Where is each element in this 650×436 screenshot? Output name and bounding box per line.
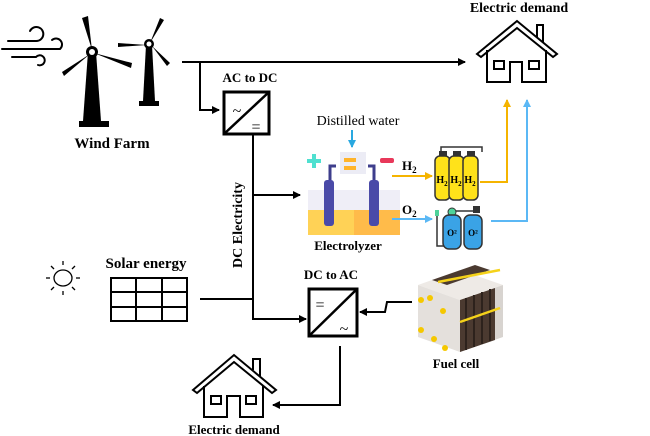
svg-text:O²: O² xyxy=(447,228,457,238)
dc-to-ac-converter: = ~ xyxy=(307,287,359,338)
fuel-cell-icon xyxy=(418,265,503,352)
sun-icon xyxy=(46,261,80,295)
wind-turbine-icon xyxy=(118,18,170,106)
ac-to-dc-converter: ~ = xyxy=(222,90,271,136)
ac-symbol: ~ xyxy=(233,103,242,120)
h2-label: H2 xyxy=(402,158,417,175)
oxygen-tanks-icon: O² O² xyxy=(435,206,483,250)
svg-text:O²: O² xyxy=(468,228,478,238)
svg-text:H2: H2 xyxy=(450,175,462,188)
o2-label: O2 xyxy=(402,202,417,219)
inverter-to-demand-arrow xyxy=(272,346,341,409)
solar-energy-label: Solar energy xyxy=(106,256,187,272)
hydrogen-tanks-icon: H2 H2 H2 xyxy=(434,146,483,201)
ac-to-dc-label: AC to DC xyxy=(223,70,278,85)
ac-line-to-rectifier xyxy=(199,62,220,114)
electric-demand-bottom-label: Electric demand xyxy=(188,422,280,436)
dc-symbol: = xyxy=(315,297,324,314)
house-icon xyxy=(191,353,278,418)
minus-icon xyxy=(380,158,394,163)
wind-icon xyxy=(1,26,63,67)
svg-text:H2: H2 xyxy=(464,175,476,188)
fuel-cell-to-inverter-arrow xyxy=(359,301,412,316)
dc-to-ac-label: DC to AC xyxy=(304,267,358,282)
plus-icon xyxy=(307,154,321,168)
distilled-water-label: Distilled water xyxy=(317,114,400,129)
h2-to-demand-arrow xyxy=(480,99,511,183)
wind-farm-label: Wind Farm xyxy=(74,136,150,152)
solar-panel-icon xyxy=(110,277,188,322)
fuel-cell-label: Fuel cell xyxy=(433,356,480,371)
dc-electricity-label: DC Electricity xyxy=(231,182,246,268)
o2-to-demand-arrow xyxy=(491,99,531,222)
house-icon xyxy=(475,19,559,83)
dc-symbol: = xyxy=(251,119,260,136)
electric-demand-top-label: Electric demand xyxy=(470,1,569,16)
ac-symbol: ~ xyxy=(340,321,349,338)
wind-turbine-icon xyxy=(62,16,132,127)
dc-line-to-inverter xyxy=(252,299,307,323)
svg-text:H2: H2 xyxy=(436,175,448,188)
electrolyzer-label: Electrolyzer xyxy=(314,238,382,253)
electrolyzer-icon xyxy=(307,152,400,235)
